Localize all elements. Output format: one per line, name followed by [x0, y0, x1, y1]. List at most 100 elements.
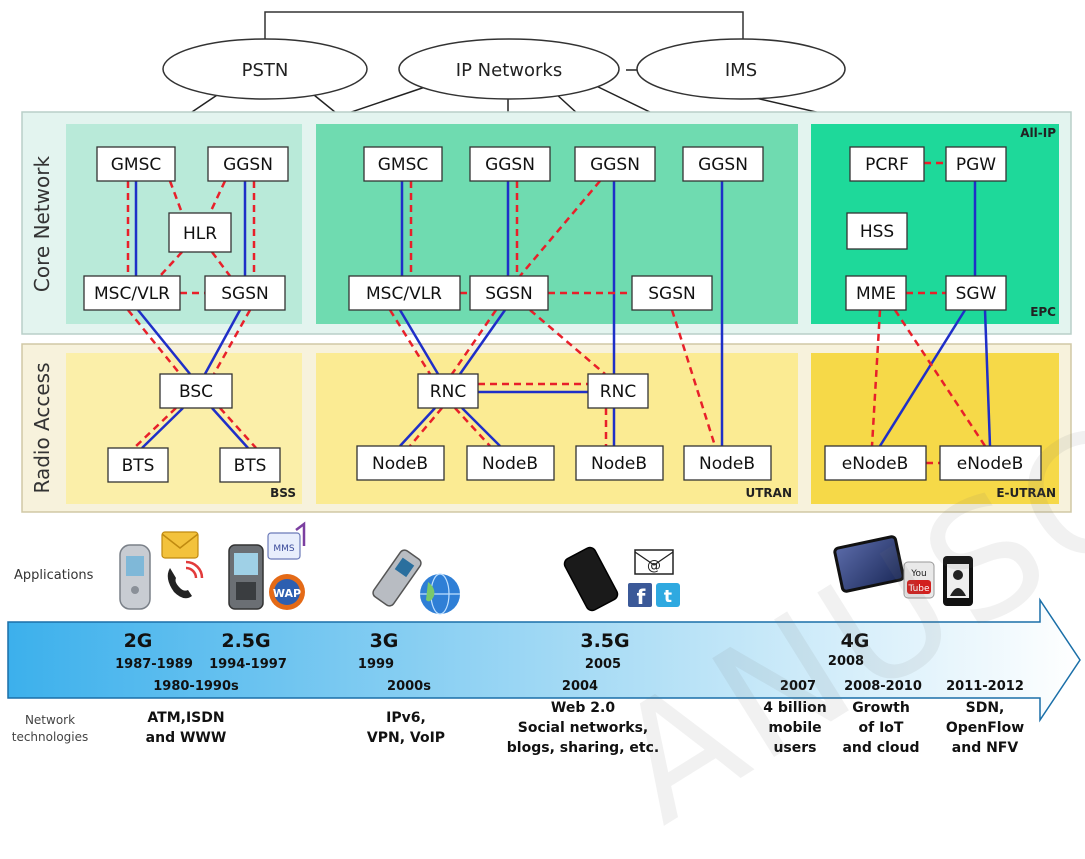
node-3g-gmsc: GMSC [363, 146, 443, 182]
date-3-5g: 2005 [585, 657, 621, 672]
at-mail-icon: @ [634, 549, 674, 575]
cloud-ip-networks: IP Networks [398, 38, 620, 100]
node-4g-sgw: SGW [945, 275, 1007, 311]
svg-text:SGW: SGW [956, 284, 997, 304]
tablet-icon [833, 535, 905, 593]
cloud-pstn-label: PSTN [242, 60, 289, 81]
svg-text:GMSC: GMSC [111, 155, 162, 175]
radio-access-label: Radio Access [30, 362, 54, 493]
node-3g-nodeb-4: NodeB [683, 445, 772, 481]
node-3g-msc-vlr: MSC/VLR [348, 275, 461, 311]
smartphone-icon [563, 546, 619, 612]
date-2-5g: 1994-1997 [209, 657, 287, 672]
node-2g-bsc: BSC [159, 373, 233, 409]
node-boxes: GMSC GGSN HLR MSC/VLR SGSN BSC BTS BTS G… [83, 146, 1042, 483]
svg-text:MSC/VLR: MSC/VLR [94, 284, 170, 304]
gen-3-5g: 3.5G [580, 630, 629, 652]
svg-text:RNC: RNC [430, 382, 466, 402]
svg-text:PCRF: PCRF [865, 155, 909, 175]
svg-text:GMSC: GMSC [378, 155, 429, 175]
date-4g: 2008 [828, 654, 864, 669]
cloud-ip-label: IP Networks [456, 60, 562, 81]
all-ip-tag: All-IP [1020, 126, 1056, 140]
node-4g-pgw: PGW [945, 146, 1007, 182]
gen-3g: 3G [370, 630, 399, 652]
era-2007: 2007 [780, 679, 816, 694]
gen-4g: 4G [841, 630, 870, 652]
era-2011-2012: 2011-2012 [946, 679, 1024, 694]
cloud-pstn: PSTN [162, 38, 368, 100]
date-2g: 1987-1989 [115, 657, 193, 672]
mobile-network-evolution-diagram: PSTN IP Networks IMS Core Network Radio … [7, 11, 1085, 859]
youtube-icon: You Tube [903, 561, 935, 599]
svg-text:SGSN: SGSN [485, 284, 532, 304]
svg-text:SGSN: SGSN [221, 284, 268, 304]
upper-dates: 1987-1989 1994-1997 1999 2005 2008 [115, 654, 864, 672]
svg-text:f: f [637, 585, 646, 609]
node-2g-msc-vlr: MSC/VLR [83, 275, 181, 311]
svg-text:NodeB: NodeB [699, 454, 755, 474]
radio-3g-region [316, 353, 798, 504]
svg-text:HLR: HLR [183, 224, 217, 244]
svg-text:GGSN: GGSN [590, 155, 640, 175]
epc-tag: EPC [1030, 305, 1056, 319]
svg-text:eNodeB: eNodeB [957, 454, 1024, 474]
node-2g-sgsn: SGSN [204, 275, 286, 311]
lower-dates: 1980-1990s 2000s 2004 2007 2008-2010 201… [153, 679, 1024, 694]
cloud-ims: IMS [636, 38, 846, 100]
node-4g-pcrf: PCRF [849, 146, 925, 182]
phone-call-icon [167, 560, 204, 599]
svg-text:Tube: Tube [907, 584, 930, 594]
core-network-label: Core Network [30, 156, 54, 293]
svg-text:NodeB: NodeB [372, 454, 428, 474]
diagram-canvas: PSTN IP Networks IMS Core Network Radio … [7, 11, 1081, 756]
svg-text:SGSN: SGSN [648, 284, 695, 304]
node-3g-rnc-1: RNC [417, 373, 479, 409]
mobile-phone-icon [119, 544, 151, 610]
applications-label: Applications [14, 568, 94, 583]
network-tech-label-line-2: technologies [12, 730, 89, 744]
svg-text:GGSN: GGSN [698, 155, 748, 175]
email-icon [161, 531, 199, 559]
node-3g-nodeb-1: NodeB [356, 445, 445, 481]
svg-text:NodeB: NodeB [482, 454, 538, 474]
svg-text:GGSN: GGSN [485, 155, 535, 175]
dashed-links [126, 161, 987, 465]
svg-text:You: You [910, 569, 927, 579]
svg-text:t: t [664, 587, 672, 607]
node-2g-hlr: HLR [168, 212, 232, 253]
slider-phone-icon [228, 544, 264, 610]
svg-text:MMS: MMS [273, 544, 295, 554]
solid-links [134, 180, 992, 449]
bss-tag: BSS [270, 486, 296, 500]
node-2g-ggsn: GGSN [207, 146, 289, 182]
svg-text:MME: MME [856, 284, 896, 304]
date-3g: 1999 [358, 657, 394, 672]
node-3g-rnc-2: RNC [587, 373, 649, 409]
node-3g-ggsn-3: GGSN [682, 146, 764, 182]
svg-text:WAP: WAP [273, 587, 301, 600]
mms-icon: MMS [267, 521, 306, 560]
node-4g-enodeb-1: eNodeB [824, 445, 927, 481]
cloud-ims-label: IMS [725, 60, 757, 81]
node-2g-gmsc: GMSC [96, 146, 176, 182]
svg-text:BTS: BTS [122, 456, 155, 476]
node-4g-enodeb-2: eNodeB [939, 445, 1042, 481]
candybar-phone-icon [372, 549, 422, 607]
generation-labels: 2G 2.5G 3G 3.5G 4G [124, 630, 870, 652]
svg-text:HSS: HSS [860, 222, 894, 242]
globe-icon [420, 573, 460, 615]
node-4g-hss: HSS [846, 212, 908, 250]
e-utran-tag: E-UTRAN [996, 486, 1056, 500]
node-3g-ggsn-1: GGSN [469, 146, 551, 182]
svg-text:eNodeB: eNodeB [842, 454, 909, 474]
utran-tag: UTRAN [746, 486, 793, 500]
svg-text:BTS: BTS [234, 456, 267, 476]
node-4g-mme: MME [845, 275, 907, 311]
node-3g-nodeb-2: NodeB [466, 445, 555, 481]
era-1980-1990s: 1980-1990s [153, 679, 239, 694]
